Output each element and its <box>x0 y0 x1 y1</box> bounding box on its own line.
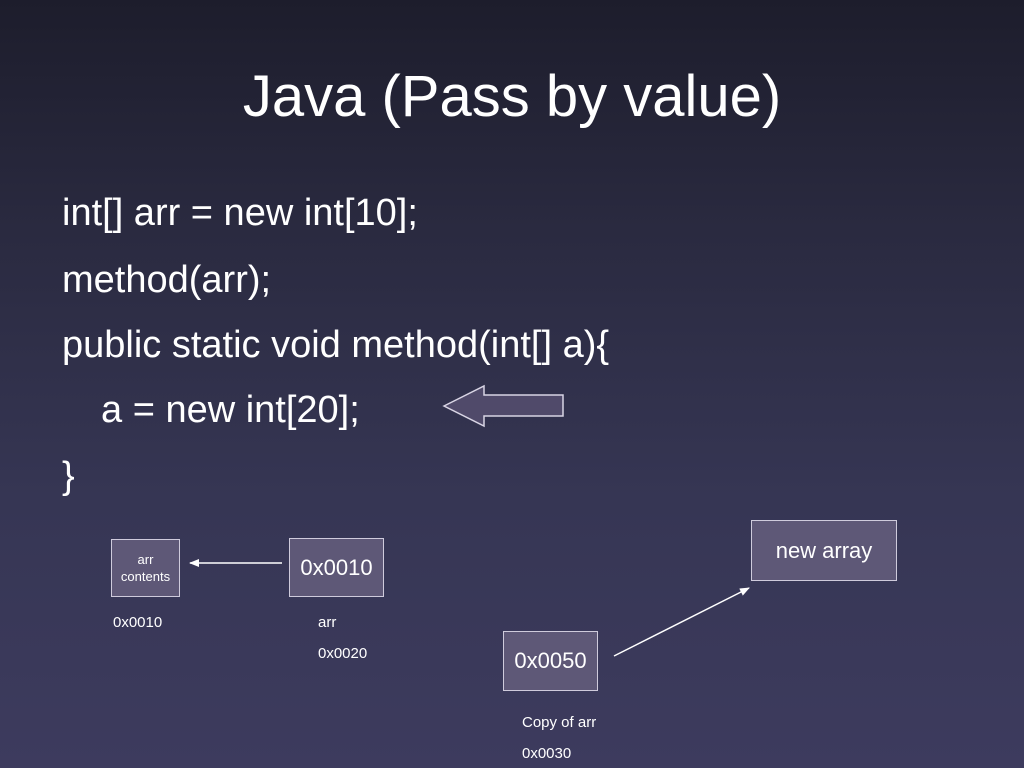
arr-address: 0x0020 <box>318 645 368 662</box>
copy-reference-value: 0x0050 <box>514 648 587 673</box>
arrow-icon <box>613 587 750 657</box>
arr-contents-label: arr contents <box>120 552 171 584</box>
arr-contents-box: arr contents <box>111 539 180 597</box>
copy-reference-box: 0x0050 <box>503 631 598 691</box>
slide-title: Java (Pass by value) <box>242 64 782 129</box>
arr-label: arr <box>318 614 337 631</box>
code-line-reassignment: a = new int[20]; <box>101 389 360 431</box>
left-block-arrow-icon <box>442 384 564 428</box>
arr-reference-value: 0x0010 <box>300 554 373 580</box>
new-array-box: new array <box>751 520 897 581</box>
arr-contents-address: 0x0010 <box>113 614 163 631</box>
new-array-label: new array <box>775 537 873 563</box>
arr-reference-box: 0x0010 <box>289 538 384 597</box>
code-line-method-signature: public static void method(int[] a){ <box>62 324 610 366</box>
code-line-closing-brace: } <box>62 455 75 497</box>
copy-address: 0x0030 <box>522 745 572 762</box>
copy-label: Copy of arr <box>522 714 597 731</box>
code-line-method-call: method(arr); <box>62 259 272 301</box>
code-line-declaration: int[] arr = new int[10]; <box>62 192 418 234</box>
